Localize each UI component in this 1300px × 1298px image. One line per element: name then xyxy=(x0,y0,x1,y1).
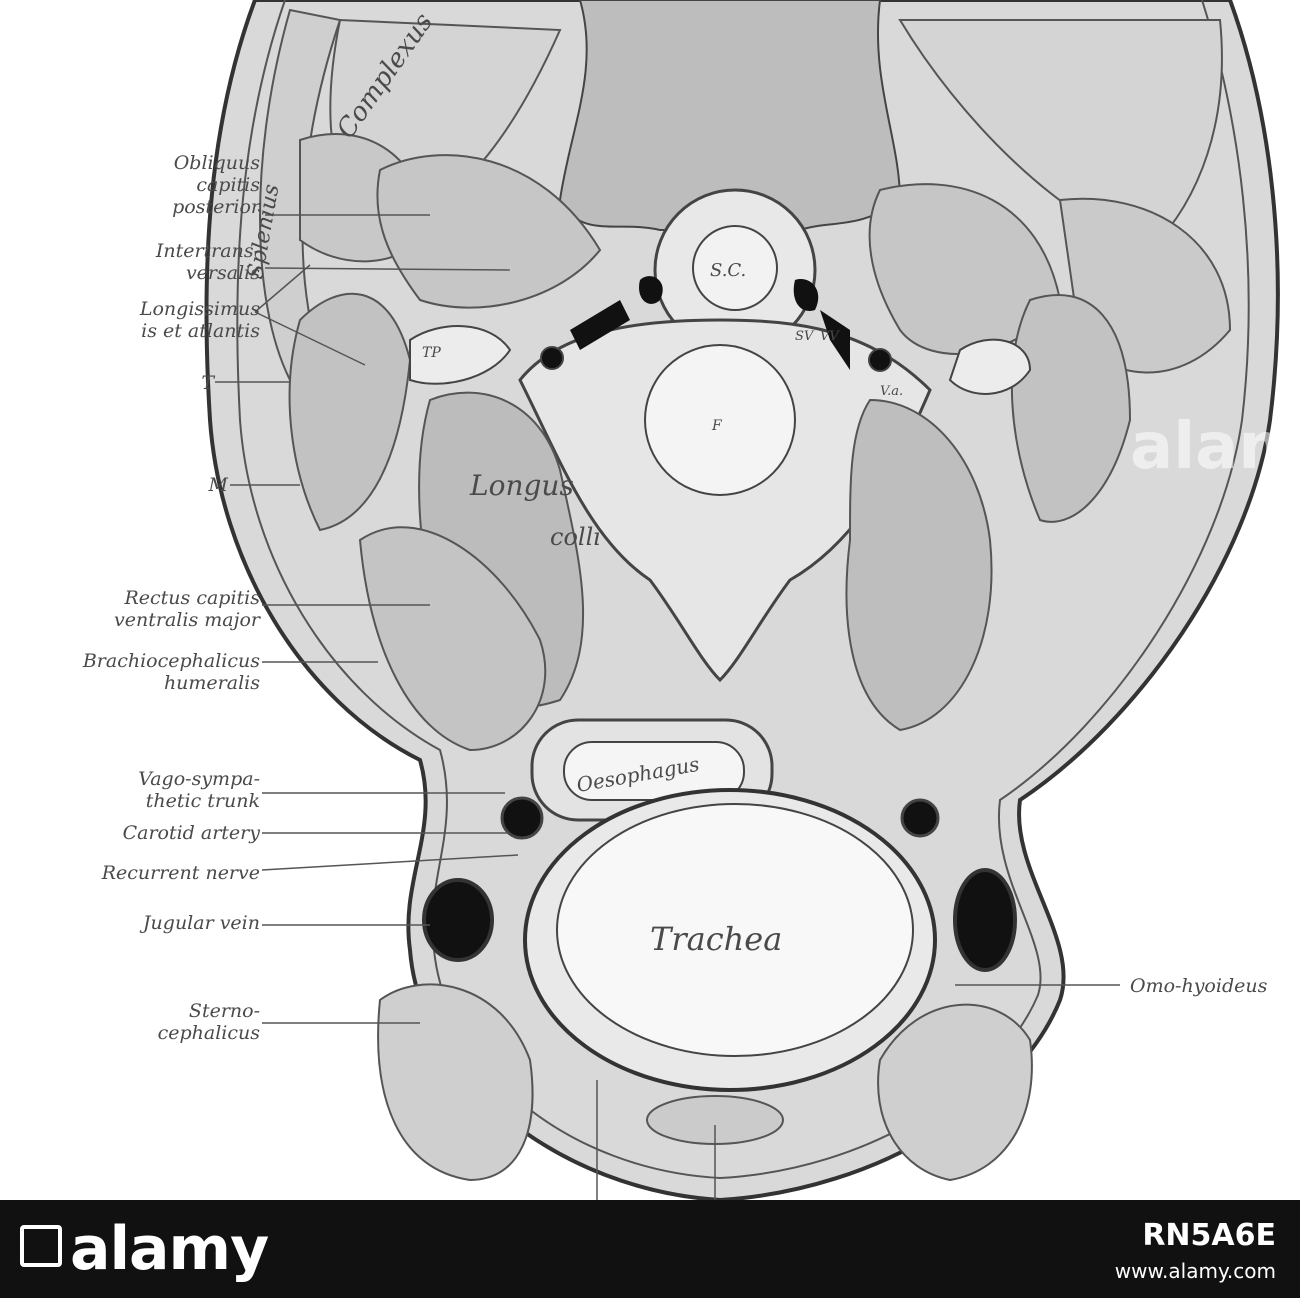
watermark: alamy xyxy=(1130,410,1300,484)
label-longissimus: Longissimus is et atlantis xyxy=(139,298,260,342)
jugular-vein-right xyxy=(953,868,1017,972)
label-tp: TP xyxy=(422,345,441,361)
label-intertransversalis: Intertrans- versalis xyxy=(155,240,260,284)
label-brachiocephalicus: Brachiocephalicus humeralis xyxy=(82,650,260,694)
label-t: T xyxy=(201,372,214,394)
brand-text: alamy xyxy=(70,1214,269,1284)
brand-mark-icon xyxy=(20,1225,62,1268)
transverse-process-right xyxy=(948,338,1032,395)
neck-cross-section-diagram: Splenius Complexus S.C. TP SV VV V.a. F … xyxy=(204,0,1280,1200)
footer-meta: RN5A6E www.alamy.com xyxy=(1115,1218,1276,1283)
stock-footer-bar: alamy RN5A6E www.alamy.com xyxy=(0,1200,1300,1298)
image-id: RN5A6E xyxy=(1142,1218,1276,1253)
transverse-process-left xyxy=(409,325,512,385)
label-f: F xyxy=(711,418,723,434)
longissimus-muscle xyxy=(288,292,412,532)
spinal-vein-right xyxy=(793,279,819,311)
label-obliquus: Obliquus capitis posterior xyxy=(172,152,260,218)
right-longissimus-muscle xyxy=(1010,294,1132,523)
carotid-artery-right xyxy=(900,798,940,838)
label-rectus-capitis: Rectus capitis ventralis major xyxy=(114,587,260,631)
vertebral-body xyxy=(518,318,932,683)
rectus-capitis-muscle xyxy=(358,526,547,752)
vertebral-vein-left xyxy=(570,300,630,350)
label-sc: S.C. xyxy=(710,260,746,281)
label-vago-sympathetic: Vago-sympa- thetic trunk xyxy=(138,768,260,812)
sternocephalicus-left xyxy=(377,983,534,1182)
label-omo-hyoideus: Omo-hyoideus xyxy=(1130,975,1268,997)
vertebral-artery-left xyxy=(540,346,564,370)
brand-logo[interactable]: alamy xyxy=(20,1214,269,1284)
label-m: M xyxy=(208,474,228,496)
right-longus-muscle xyxy=(845,398,993,732)
label-trachea: Trachea xyxy=(650,920,782,958)
label-sternocephalicus: Sterno- cephalicus xyxy=(157,1000,260,1044)
vertebral-artery-right xyxy=(868,348,892,372)
label-jugular-vein: Jugular vein xyxy=(142,912,260,934)
label-va: V.a. xyxy=(880,384,903,399)
vertebral-vein-right xyxy=(820,310,850,370)
spinal-cord xyxy=(692,225,778,311)
site-url[interactable]: www.alamy.com xyxy=(1114,1259,1276,1283)
spinal-vein-left xyxy=(639,276,663,304)
label-sv: SV xyxy=(795,329,815,344)
label-carotid-artery: Carotid artery xyxy=(122,822,260,844)
leader-lines xyxy=(215,214,1120,1200)
label-recurrent-nerve: Recurrent nerve xyxy=(101,862,260,884)
foramen-f xyxy=(644,344,796,496)
carotid-artery-left xyxy=(500,796,544,840)
jugular-vein-left xyxy=(422,878,494,962)
label-vv: VV xyxy=(820,329,840,344)
sternocephalicus-right xyxy=(877,1003,1033,1182)
label-longus: Longus xyxy=(469,469,574,502)
trachea-lumen xyxy=(556,803,914,1057)
skin-inner-line xyxy=(236,0,1250,1180)
label-colli: colli xyxy=(550,523,601,551)
